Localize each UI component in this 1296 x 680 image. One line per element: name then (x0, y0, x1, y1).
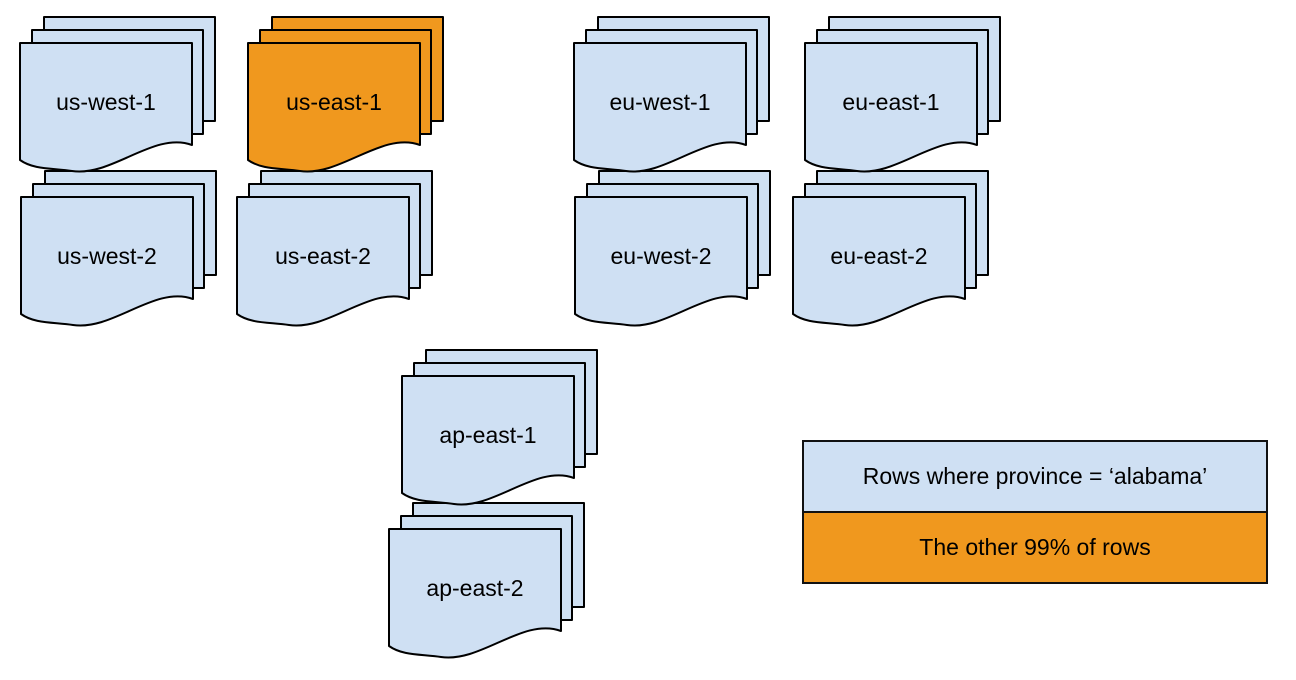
legend-item-other-rows: The other 99% of rows (804, 511, 1266, 582)
document-stack-icon (236, 170, 433, 327)
document-stack-icon (19, 16, 216, 173)
region-stack-eu-west-1: eu-west-1 (573, 16, 771, 174)
document-stack-icon (247, 16, 444, 173)
region-stack-us-east-1-highlighted: us-east-1 (247, 16, 445, 174)
region-stack-eu-east-2: eu-east-2 (792, 170, 990, 328)
document-stack-icon (574, 170, 771, 327)
legend: Rows where province = ‘alabama’ The othe… (802, 440, 1268, 584)
legend-item-label: Rows where province = ‘alabama’ (862, 463, 1208, 489)
region-stack-ap-east-1: ap-east-1 (401, 349, 599, 507)
document-stack-icon (401, 349, 598, 506)
document-stack-icon (573, 16, 770, 173)
region-stack-eu-east-1: eu-east-1 (804, 16, 1002, 174)
document-stack-icon (388, 502, 585, 659)
region-stack-us-east-2: us-east-2 (236, 170, 434, 328)
region-stack-us-west-1: us-west-1 (19, 16, 217, 174)
document-stack-icon (804, 16, 1001, 173)
document-stack-icon (20, 170, 217, 327)
document-stack-icon (792, 170, 989, 327)
region-stack-ap-east-2: ap-east-2 (388, 502, 586, 660)
legend-item-alabama-rows: Rows where province = ‘alabama’ (804, 442, 1266, 511)
legend-item-label: The other 99% of rows (919, 534, 1151, 560)
region-stack-eu-west-2: eu-west-2 (574, 170, 772, 328)
region-stack-us-west-2: us-west-2 (20, 170, 218, 328)
